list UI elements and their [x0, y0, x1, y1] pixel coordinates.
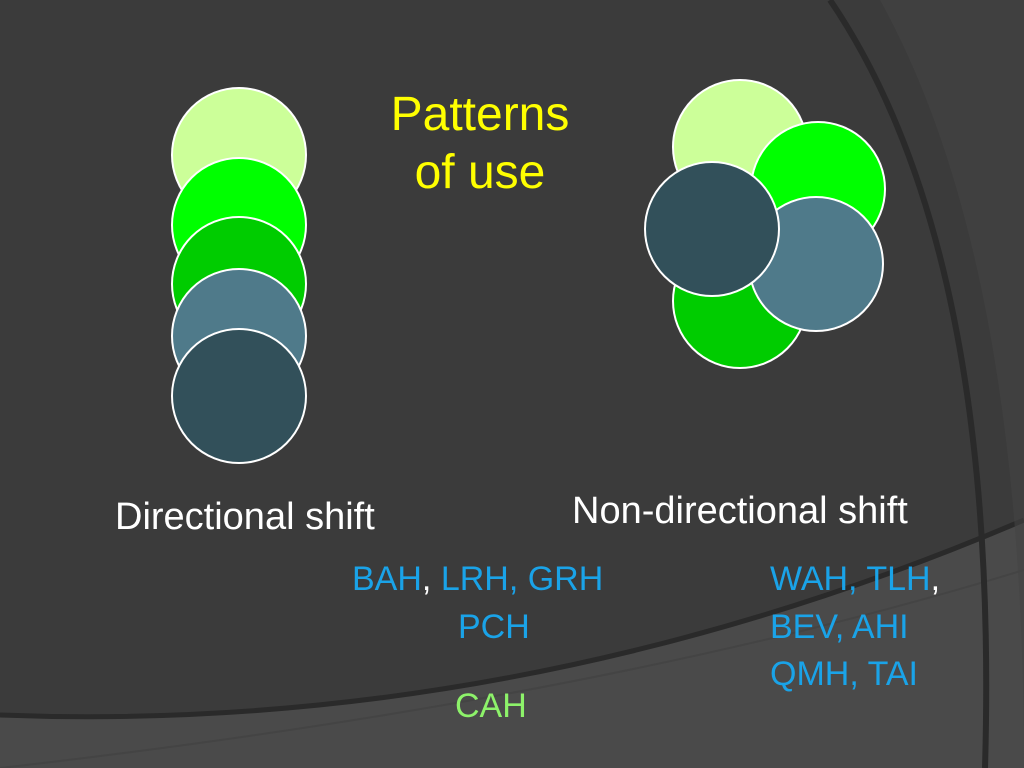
- title-line-2: of use: [414, 146, 546, 199]
- circle-dark-slate: [171, 328, 307, 464]
- directional-codes-line-1: BAH, LRH, GRH: [352, 555, 603, 603]
- nondirectional-codes-line-2: BEV, AHI: [770, 608, 909, 646]
- slide-title: Patterns of use: [330, 86, 630, 202]
- nondirectional-circle-cluster: [644, 79, 886, 369]
- nondirectional-shift-label: Non-directional shift: [572, 490, 908, 532]
- code-lrh-grh: LRH, GRH: [440, 560, 604, 598]
- nondirectional-codes-line-3: QMH, TAI: [770, 655, 918, 693]
- code-wah-tlh: WAH, TLH: [770, 560, 931, 598]
- code-bah: BAH: [352, 560, 422, 598]
- code-separator: ,: [421, 560, 432, 598]
- nondirectional-codes-line-1: WAH, TLH,: [770, 555, 940, 603]
- code-separator: ,: [930, 560, 941, 598]
- code-cah: CAH: [455, 687, 527, 725]
- circle-dark-slate: [644, 161, 780, 297]
- directional-circle-stack: [171, 87, 307, 464]
- directional-shift-label: Directional shift: [115, 496, 375, 538]
- title-line-1: Patterns: [390, 88, 570, 141]
- directional-codes-line-2: PCH: [458, 608, 530, 646]
